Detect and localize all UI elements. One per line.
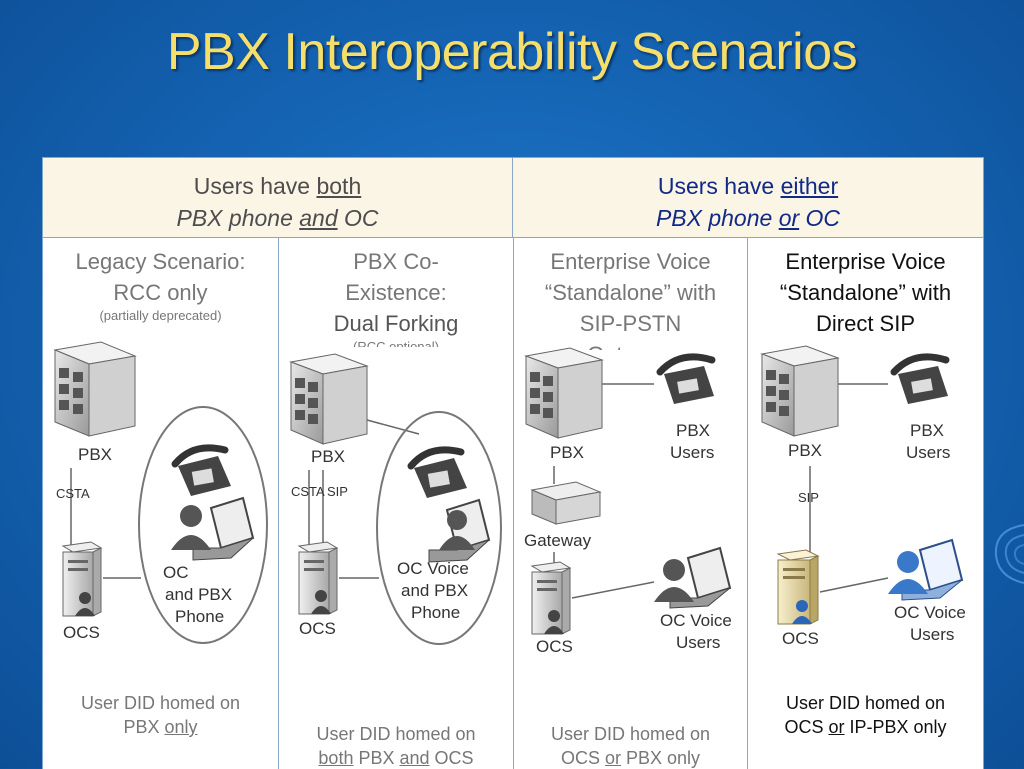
svg-text:PBX: PBX: [910, 421, 944, 440]
svg-text:Phone: Phone: [175, 607, 224, 626]
gateway-icon: [530, 481, 602, 525]
svg-text:Phone: Phone: [411, 603, 460, 622]
svg-text:Users: Users: [910, 625, 954, 644]
column-footer: User DID homed on OCS or PBX only: [550, 724, 711, 768]
page-title: PBX Interoperability Scenarios: [166, 23, 858, 81]
column-heading: PBX Co- Existence: Dual Forking (RCC opt…: [333, 249, 459, 347]
svg-text:Gateway: Gateway: [524, 531, 592, 550]
scenario-table: Users have both PBX phone and OC Users h…: [42, 157, 984, 769]
header-either: Users have either PBX phone or OC: [513, 158, 983, 238]
dual-forking-diagram: PBX CSTA SIP: [289, 353, 502, 645]
column-heading: Enterprise Voice “Standalone” with SIP-P…: [544, 249, 717, 350]
svg-text:and PBX: and PBX: [165, 585, 232, 604]
svg-text:OC Voice: OC Voice: [660, 611, 732, 630]
svg-text:OC: OC: [163, 563, 189, 582]
svg-text:PBX: PBX: [311, 447, 345, 466]
telephone-icon: [407, 446, 467, 498]
svg-text:Users: Users: [670, 443, 714, 462]
ocs-server-icon: [530, 561, 572, 635]
column-footer: User DID homed on PBX only: [80, 693, 241, 737]
svg-text:OCS: OCS: [63, 623, 100, 642]
ocs-server-icon: [297, 541, 339, 615]
column-dual-forking: PBX Co- Existence: Dual Forking (RCC opt…: [279, 238, 513, 769]
laptop-user-icon: [888, 538, 964, 601]
laptop-user-icon: [171, 496, 255, 561]
svg-text:OCS: OCS: [299, 619, 336, 638]
telephone-icon: [656, 353, 716, 404]
svg-text:Users: Users: [906, 443, 950, 462]
column-direct-sip: Enterprise Voice “Standalone” with Direc…: [748, 238, 983, 769]
server-icon: [289, 353, 369, 445]
svg-text:PBX: PBX: [550, 443, 584, 462]
svg-text:OC Voice: OC Voice: [397, 559, 469, 578]
server-icon: [53, 341, 137, 437]
svg-text:OC Voice: OC Voice: [894, 603, 966, 622]
column-heading: Legacy Scenario: RCC only (partially dep…: [75, 249, 246, 323]
svg-text:PBX: PBX: [676, 421, 710, 440]
svg-text:CSTA: CSTA: [291, 484, 325, 499]
decorative-swirl-icon: [994, 524, 1024, 584]
column-footer: User DID homed on OCS or IP-PBX only: [784, 693, 947, 737]
svg-text:OCS: OCS: [782, 629, 819, 648]
gateway-diagram: PBX PBX Users Gateway: [524, 347, 732, 656]
svg-text:PBX: PBX: [788, 441, 822, 460]
ocs-server-icon: [776, 549, 820, 625]
svg-text:SIP: SIP: [327, 484, 348, 499]
column-heading: Enterprise Voice “Standalone” with Direc…: [779, 249, 952, 336]
laptop-user-icon: [654, 546, 732, 609]
svg-text:OCS: OCS: [536, 637, 573, 656]
svg-text:SIP: SIP: [798, 490, 819, 505]
svg-text:PBX: PBX: [78, 445, 112, 464]
server-icon: [760, 345, 840, 437]
telephone-icon: [171, 444, 231, 496]
svg-text:Users: Users: [676, 633, 720, 652]
server-icon: [524, 347, 604, 439]
svg-text:and PBX: and PBX: [401, 581, 468, 600]
laptop-user-icon: [428, 498, 491, 563]
header-both: Users have both PBX phone and OC: [43, 158, 513, 238]
telephone-icon: [890, 353, 950, 404]
direct-sip-diagram: PBX PBX Users SIP: [760, 345, 966, 648]
svg-text:CSTA: CSTA: [56, 486, 90, 501]
column-sip-pstn-gateway: Enterprise Voice “Standalone” with SIP-P…: [514, 238, 747, 769]
ocs-server-icon: [61, 541, 103, 617]
legacy-diagram: PBX CSTA: [53, 341, 268, 644]
column-legacy-rcc: Legacy Scenario: RCC only (partially dep…: [43, 238, 278, 769]
column-footer: User DID homed on both PBX and OCS: [316, 724, 476, 768]
